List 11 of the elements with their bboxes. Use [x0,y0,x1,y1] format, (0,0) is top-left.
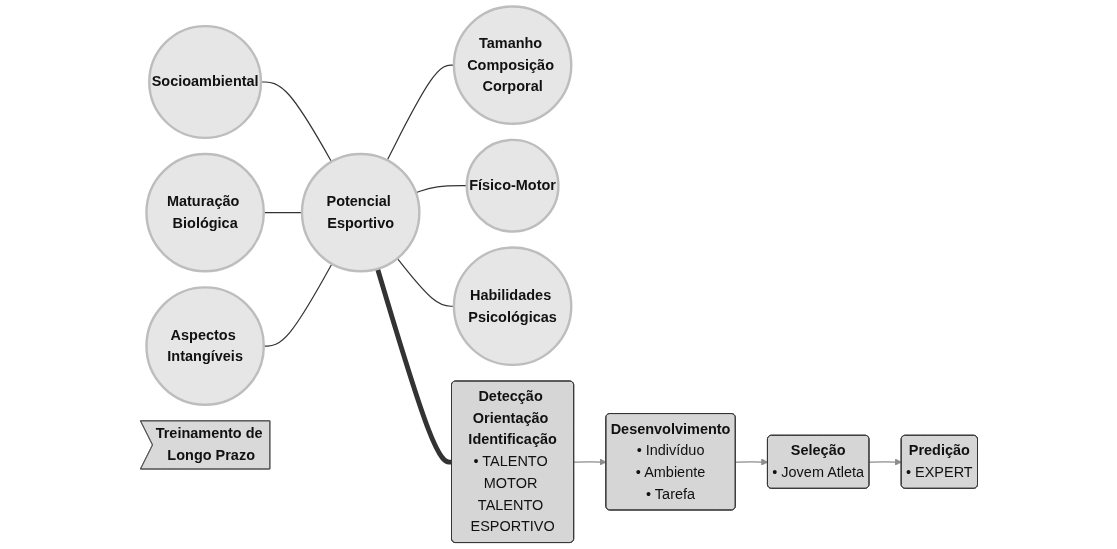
node-circle: Potencial Esportivo [300,152,421,273]
node-circle: Físico-Motor [465,138,560,233]
connector [414,185,467,194]
node-circle: Tamanho Composição Corporal [452,5,572,125]
arrow [734,458,768,466]
node-circle: Socioambiental [147,24,262,140]
node-circle: Maturação Biológica [144,152,265,273]
arrow [868,458,902,466]
arrow [573,458,607,466]
node-circle: Aspectos Intangíveis [144,286,265,406]
node-circle: Habilidades Psicológicas [452,246,572,367]
